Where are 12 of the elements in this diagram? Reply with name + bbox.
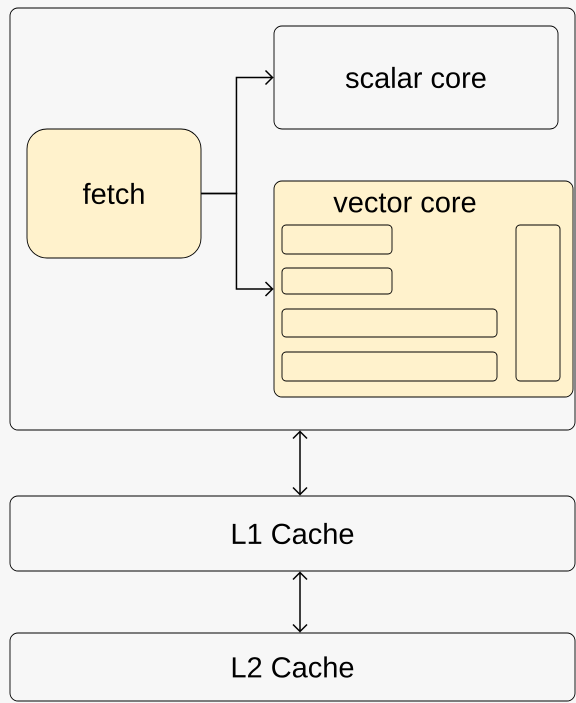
arrow: [201, 192, 274, 297]
arrow: [292, 571, 308, 633]
register-box: [282, 224, 392, 254]
register-box: [282, 268, 392, 294]
register-box: [516, 224, 560, 382]
register-box: [282, 308, 498, 338]
fetch-box: fetch: [26, 128, 202, 258]
arrow: [292, 430, 308, 496]
cache-box: L2 Cache: [10, 632, 576, 702]
cache-box: L1 Cache: [10, 496, 576, 572]
register-box: [282, 352, 498, 382]
core-box: scalar core: [274, 26, 558, 130]
